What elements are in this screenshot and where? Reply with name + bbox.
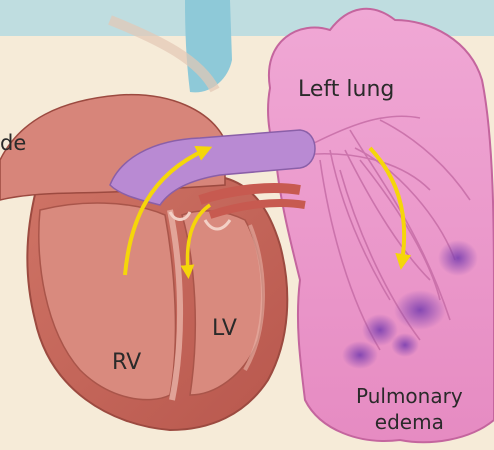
lv-label: LV — [212, 318, 237, 340]
left-lung-label: Left lung — [298, 79, 394, 101]
left-lung — [268, 9, 494, 442]
pulmonary-label: Pulmonary — [356, 383, 463, 409]
rv-label: RV — [112, 352, 141, 374]
side-label-fragment: de — [0, 133, 26, 154]
edema-label: edema — [356, 409, 463, 435]
pulmonary-edema-label: Pulmonary edema — [356, 383, 463, 435]
